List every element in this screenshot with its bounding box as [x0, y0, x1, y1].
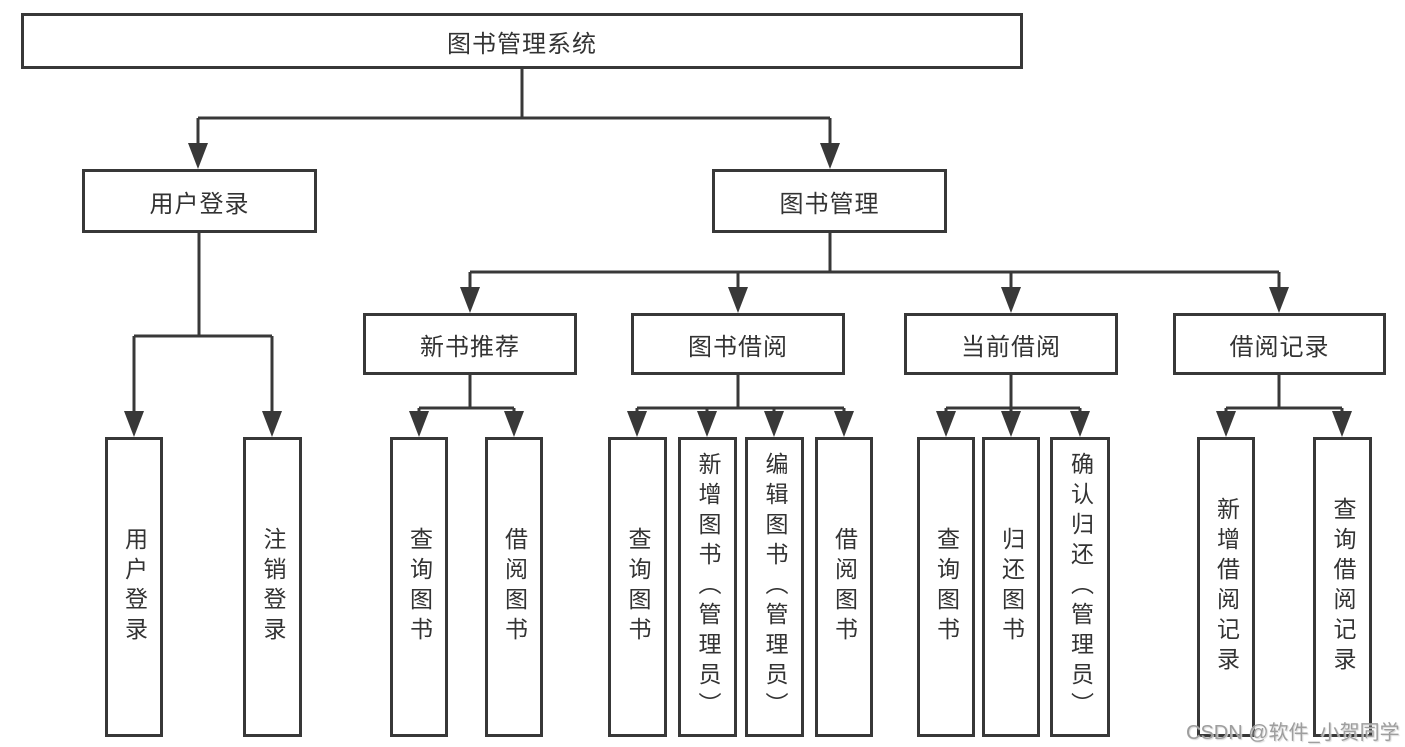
leaf-records-add-label: 新增借阅记录	[1213, 497, 1240, 677]
node-new-books-label: 新书推荐	[420, 333, 520, 361]
node-book-borrow-label: 图书借阅	[688, 333, 788, 361]
leaf-user-login: 用户登录	[105, 437, 163, 737]
node-current-borrow: 当前借阅	[904, 313, 1118, 375]
leaf-borrow-query-label: 查询图书	[625, 527, 651, 647]
node-book-management: 图书管理	[712, 169, 947, 233]
leaf-records-query: 查询借阅记录	[1313, 437, 1372, 737]
leaf-current-query-label: 查询图书	[933, 527, 960, 647]
leaf-logout-label: 注销登录	[260, 527, 286, 647]
leaf-current-query: 查询图书	[917, 437, 975, 737]
node-root-label: 图书管理系统	[447, 30, 597, 58]
node-borrow-records: 借阅记录	[1173, 313, 1386, 375]
watermark: CSDN @软件_小贺同学	[1186, 722, 1400, 744]
leaf-newbooks-borrow: 借阅图书	[485, 437, 543, 737]
node-new-books: 新书推荐	[363, 313, 577, 375]
leaf-current-return-label: 归还图书	[998, 527, 1025, 647]
leaf-records-add: 新增借阅记录	[1197, 437, 1255, 737]
leaf-newbooks-query-label: 查询图书	[406, 527, 433, 647]
leaf-borrow-add-admin: 新增图书（管理员）	[678, 437, 737, 737]
leaf-borrow-edit-admin: 编辑图书（管理员）	[745, 437, 804, 737]
leaf-newbooks-query: 查询图书	[390, 437, 448, 737]
node-book-borrow: 图书借阅	[631, 313, 845, 375]
leaf-logout: 注销登录	[243, 437, 302, 737]
leaf-newbooks-borrow-label: 借阅图书	[501, 527, 528, 647]
leaf-borrow-add-admin-label: 新增图书（管理员）	[695, 452, 721, 722]
node-user-login: 用户登录	[82, 169, 317, 233]
leaf-current-confirm-admin-label: 确认归还（管理员）	[1067, 452, 1094, 722]
leaf-borrow-edit-admin-label: 编辑图书（管理员）	[762, 452, 788, 722]
node-borrow-records-label: 借阅记录	[1229, 333, 1330, 361]
node-current-borrow-label: 当前借阅	[961, 333, 1061, 361]
leaf-current-return: 归还图书	[982, 437, 1040, 737]
leaf-current-confirm-admin: 确认归还（管理员）	[1050, 437, 1110, 737]
leaf-user-login-label: 用户登录	[121, 527, 148, 647]
leaf-borrow-borrow: 借阅图书	[815, 437, 873, 737]
leaf-records-query-label: 查询借阅记录	[1330, 497, 1356, 677]
node-root: 图书管理系统	[21, 13, 1023, 69]
node-user-login-label: 用户登录	[149, 190, 250, 218]
leaf-borrow-borrow-label: 借阅图书	[831, 527, 858, 647]
leaf-borrow-query: 查询图书	[608, 437, 667, 737]
node-book-management-label: 图书管理	[779, 190, 880, 218]
